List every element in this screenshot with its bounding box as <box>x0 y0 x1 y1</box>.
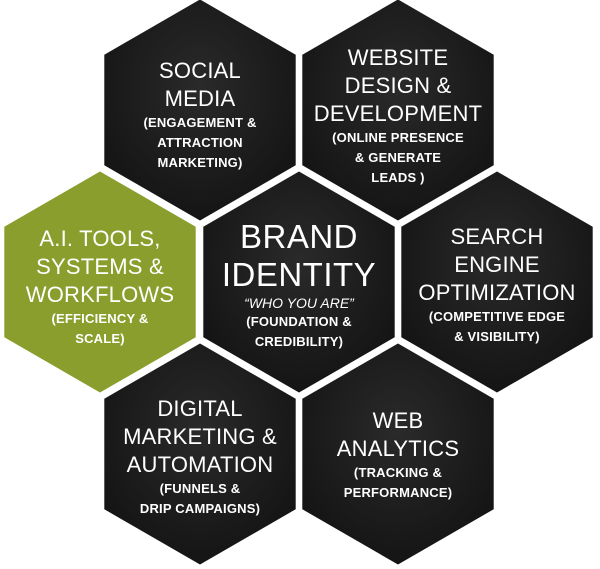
hexagon-subtitle-line: DRIP CAMPAIGNS) <box>139 501 261 516</box>
hexagon-subtitle-line: & GENERATE <box>354 150 442 165</box>
hexagon-label-seo: SEARCH ENGINE OPTIMIZATION (COMPETITIVE EDG… <box>418 223 575 347</box>
hexagon-subtitle-line: CREDIBILITY) <box>254 334 344 349</box>
hexagon-subtitle-line: (TRACKING & <box>353 465 443 480</box>
hexagon-label-website: WEBSITE DESIGN & DEVELOPMENT (ONLINE PRESEN… <box>314 44 482 188</box>
hexagon-title-line: DEVELOPMENT <box>313 101 483 126</box>
hexagon-title-line: A.I. TOOLS, <box>39 226 161 251</box>
hexagon-subtitle-line: LEADS ) <box>371 170 425 185</box>
hexagon-title-line: SOCIAL <box>159 58 241 83</box>
hexagon-title-line: SYSTEMS & <box>36 254 164 279</box>
hexagon-subtitle-line: ATTRACTION <box>157 135 243 150</box>
hexagon-subtitle-line: MARKETING) <box>157 155 243 170</box>
hexagon-subtitle-line: (FUNNELS & <box>159 481 241 496</box>
hexagon-label-social-media: SOCIAL MEDIA (ENGAGEMENT & ATTRACTION MARKET… <box>143 57 256 173</box>
hexagon-subtitle-line: (ONLINE PRESENCE <box>332 130 464 145</box>
hexagon-label-web-analytics: WEB ANALYTICS (TRACKING & PERFORMANCE) <box>337 407 459 503</box>
hexagon-subtitle-line: PERFORMANCE) <box>343 485 453 500</box>
hexagon-title-line: ANALYTICS <box>336 436 460 461</box>
hexagon-title-line: WORKFLOWS <box>25 282 175 307</box>
hexagon-title-line: MARKETING & <box>123 424 277 449</box>
hexagon-title-line: WEBSITE <box>347 45 449 70</box>
hexagon-title-line: WEB <box>372 408 424 433</box>
hexagon-title-line: IDENTITY <box>221 256 377 293</box>
hexagon-title-line: ENGINE <box>454 252 540 277</box>
hexagon-subtitle-line: SCALE) <box>75 331 125 346</box>
hexagon-quote-line: “WHO YOU ARE” <box>244 295 354 311</box>
hexagon-title-line: OPTIMIZATION <box>418 280 576 305</box>
hexagon-subtitle-line: (ENGAGEMENT & <box>143 115 257 130</box>
hexagon-title-line: DIGITAL <box>157 396 243 421</box>
hexagon-title-line: DESIGN & <box>344 73 452 98</box>
hexagon-subtitle-line: & VISIBILITY) <box>454 329 540 344</box>
hexagon-title-line: BRAND <box>239 218 359 255</box>
hexagon-label-digital-marketing: DIGITAL MARKETING & AUTOMATION (FUNNELS & DR… <box>123 395 277 519</box>
hexagon-title-line: SEARCH <box>450 224 544 249</box>
hexagon-title-line: MEDIA <box>164 86 236 111</box>
hexagon-web-analytics <box>296 337 500 569</box>
hexagon-label-ai-tools: A.I. TOOLS, SYSTEMS & WORKFLOWS (EFFICIENCY… <box>26 225 174 349</box>
hexagon-subtitle-line: (COMPETITIVE EDGE <box>428 309 566 324</box>
hexagon-subtitle-line: (FOUNDATION & <box>246 314 352 329</box>
hexagon-title-line: AUTOMATION <box>126 452 274 477</box>
hexagon-subtitle-line: (EFFICIENCY & <box>51 311 149 326</box>
